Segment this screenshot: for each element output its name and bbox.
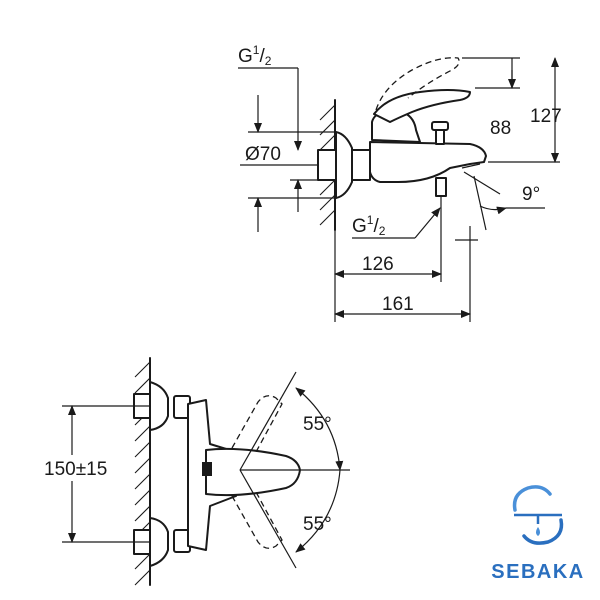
spout-angle-label: 9° [522, 184, 540, 205]
shower-outlet [435, 177, 447, 197]
height-total-label: 127 [530, 106, 562, 127]
lever-ghost-up [231, 395, 283, 453]
wall-connector-nut [317, 149, 337, 181]
lever-ghost-down [231, 491, 283, 549]
thread-bottom-g: G [352, 216, 367, 237]
mixer-body [369, 141, 487, 183]
svg-text:G1/2: G1/2 [238, 43, 272, 68]
brand-name: SEBAKA [491, 561, 584, 583]
diameter-label: Ø70 [245, 144, 281, 165]
water-drop-swirl-icon [512, 485, 564, 545]
thread-top-sup: 1 [253, 43, 260, 57]
lever-up-angle-label: 55° [303, 414, 332, 435]
escutcheon [335, 131, 353, 199]
brand-logo: SEBAKA [491, 485, 584, 583]
side-view: G1/2 Ø70 88 127 9° G1/2 [238, 43, 562, 322]
top-escutcheon [149, 381, 169, 431]
diverter-stem [435, 129, 445, 145]
thread-bottom-sub: 2 [379, 224, 386, 238]
thread-top-g: G [238, 46, 253, 67]
bottom-escutcheon [149, 517, 169, 567]
thread-bottom-sup: 1 [367, 213, 374, 227]
front-view: 55° 55° 150±15 [40, 357, 350, 586]
depth-total-label: 161 [382, 294, 414, 315]
depth-outlet-label: 126 [362, 254, 394, 275]
indicator-mark [202, 462, 212, 476]
s-union [351, 149, 371, 181]
height-outlet-label: 88 [490, 118, 511, 139]
front-lever [205, 447, 301, 497]
lever-raised-ghost [375, 57, 460, 111]
lever-down-angle-label: 55° [303, 514, 332, 535]
thread-top-sub: 2 [265, 54, 272, 68]
svg-text:G1/2: G1/2 [352, 213, 386, 238]
lever-handle [373, 89, 471, 123]
centers-label: 150±15 [44, 459, 107, 480]
diverter-knob [431, 121, 449, 131]
